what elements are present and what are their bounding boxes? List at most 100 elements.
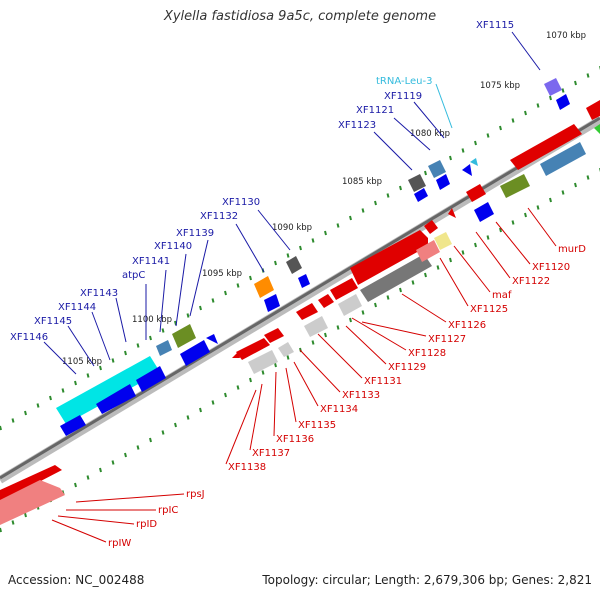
- gene-xf1137[interactable]: [236, 338, 270, 360]
- gene-label[interactable]: XF1143: [80, 288, 118, 299]
- gene-xf1145[interactable]: [60, 415, 86, 436]
- track-dot: [161, 328, 165, 333]
- label-leader-line: [345, 325, 387, 365]
- gene-xf1115b[interactable]: [556, 94, 570, 110]
- gene-label[interactable]: XF1133: [342, 390, 380, 401]
- gene-xf1119[interactable]: [462, 164, 472, 176]
- track-dot: [399, 185, 402, 191]
- gene-label[interactable]: XF1145: [34, 316, 72, 327]
- gene-label[interactable]: XF1144: [58, 302, 96, 313]
- track-dot: [411, 280, 415, 285]
- gene-xf1131[interactable]: [304, 316, 328, 337]
- gene-xf1115[interactable]: [544, 78, 562, 96]
- gene-label[interactable]: XF1136: [276, 434, 314, 445]
- label-leader-line: [91, 311, 111, 361]
- gene-rpIC[interactable]: [0, 480, 65, 525]
- gene-xf1127[interactable]: [338, 294, 362, 316]
- gene-label[interactable]: XF1120: [532, 262, 570, 273]
- gene-label[interactable]: XF1134: [320, 404, 358, 415]
- gene-label[interactable]: XF1129: [388, 362, 426, 373]
- gene-label[interactable]: XF1119: [384, 91, 422, 102]
- gene-label[interactable]: XF1141: [132, 256, 170, 267]
- gene-label[interactable]: XF1121: [356, 105, 394, 116]
- track-dot: [61, 388, 65, 393]
- gene-edge-red[interactable]: [586, 100, 600, 120]
- gene-xf1122[interactable]: [434, 232, 452, 250]
- gene-xf1136[interactable]: [248, 350, 278, 374]
- gene-xf1121b[interactable]: [436, 174, 450, 190]
- gene-xf1140[interactable]: [180, 340, 210, 366]
- gene-xf1132b[interactable]: [264, 294, 280, 312]
- gene-xf1125[interactable]: [360, 254, 432, 302]
- trna-leu-3[interactable]: [470, 158, 478, 166]
- gene-xf1130[interactable]: [286, 256, 302, 274]
- gene-label[interactable]: maf: [492, 290, 512, 301]
- gene-xf1134[interactable]: [278, 342, 294, 357]
- gene-xf1129[interactable]: [318, 294, 334, 308]
- gene-label[interactable]: rpsJ: [186, 489, 205, 500]
- label-leader-line: [401, 293, 447, 323]
- gene-label[interactable]: XF1131: [364, 376, 402, 387]
- gene-xf1128[interactable]: [330, 278, 358, 300]
- label-leader-line: [51, 519, 107, 543]
- gene-murD-region[interactable]: [510, 124, 582, 170]
- gene-atpC[interactable]: [156, 340, 172, 356]
- gene-label[interactable]: atpC: [122, 270, 145, 281]
- track-dot: [49, 395, 52, 401]
- gene-label[interactable]: XF1139: [176, 228, 214, 239]
- gene-label[interactable]: XF1115: [476, 20, 514, 31]
- gene-label[interactable]: XF1127: [428, 334, 466, 345]
- label-leader-line: [299, 349, 341, 393]
- gene-label[interactable]: rpID: [136, 519, 157, 530]
- gene-xf1132[interactable]: [254, 276, 274, 298]
- gene-label[interactable]: murD: [558, 244, 586, 255]
- gene-xf1146[interactable]: [56, 356, 160, 424]
- gene-label[interactable]: XF1126: [448, 320, 486, 331]
- track-dot: [299, 245, 302, 251]
- gene-xf1135[interactable]: [264, 328, 284, 343]
- gene-xf1133[interactable]: [296, 303, 318, 320]
- gene-label[interactable]: rpIC: [158, 505, 178, 516]
- gene-xf1123[interactable]: [408, 174, 426, 192]
- gene-label[interactable]: XF1140: [154, 241, 192, 252]
- gene-xf1141[interactable]: [172, 324, 196, 348]
- gene-label[interactable]: XF1130: [222, 197, 260, 208]
- gene-xf1120[interactable]: [466, 184, 486, 202]
- gene-xf1143[interactable]: [136, 366, 166, 392]
- label-leader-line: [273, 371, 277, 437]
- gene-blue-mid[interactable]: [474, 202, 494, 222]
- gene-xf1144[interactable]: [96, 384, 136, 414]
- gene-label[interactable]: XF1125: [470, 304, 508, 315]
- gene-label[interactable]: XF1137: [252, 448, 290, 459]
- track-dot: [249, 377, 252, 383]
- track-dot: [186, 313, 190, 318]
- gene-label[interactable]: rpIW: [108, 538, 131, 549]
- gene-label[interactable]: tRNA-Leu-3: [376, 76, 432, 87]
- gene-label[interactable]: XF1132: [200, 211, 238, 222]
- gene-label[interactable]: XF1135: [298, 420, 336, 431]
- gene-olive[interactable]: [500, 174, 530, 198]
- track-dot: [211, 298, 215, 303]
- gene-xf1130b[interactable]: [298, 274, 310, 288]
- gene-xf1139[interactable]: [206, 334, 218, 344]
- gene-label[interactable]: XF1138: [228, 462, 266, 473]
- gene-steelblue[interactable]: [540, 142, 586, 176]
- track-dot: [311, 340, 315, 345]
- gene-small-1[interactable]: [424, 220, 438, 234]
- gene-xf1123b[interactable]: [414, 188, 428, 202]
- gene-xf1126[interactable]: [350, 230, 428, 285]
- label-leader-line: [511, 31, 541, 71]
- gene-small-2[interactable]: [448, 208, 456, 218]
- gene-label[interactable]: XF1146: [10, 332, 48, 343]
- gene-xf1121[interactable]: [428, 160, 446, 178]
- track-dot: [424, 170, 427, 176]
- label-leader-line: [235, 223, 265, 273]
- label-leader-line: [43, 341, 77, 375]
- gene-label[interactable]: XF1123: [338, 120, 376, 131]
- gene-maf[interactable]: [416, 240, 440, 262]
- gene-edge-green[interactable]: [594, 124, 600, 134]
- track-dot: [136, 343, 140, 348]
- gene-label[interactable]: XF1128: [408, 348, 446, 359]
- gene-label[interactable]: XF1122: [512, 276, 550, 287]
